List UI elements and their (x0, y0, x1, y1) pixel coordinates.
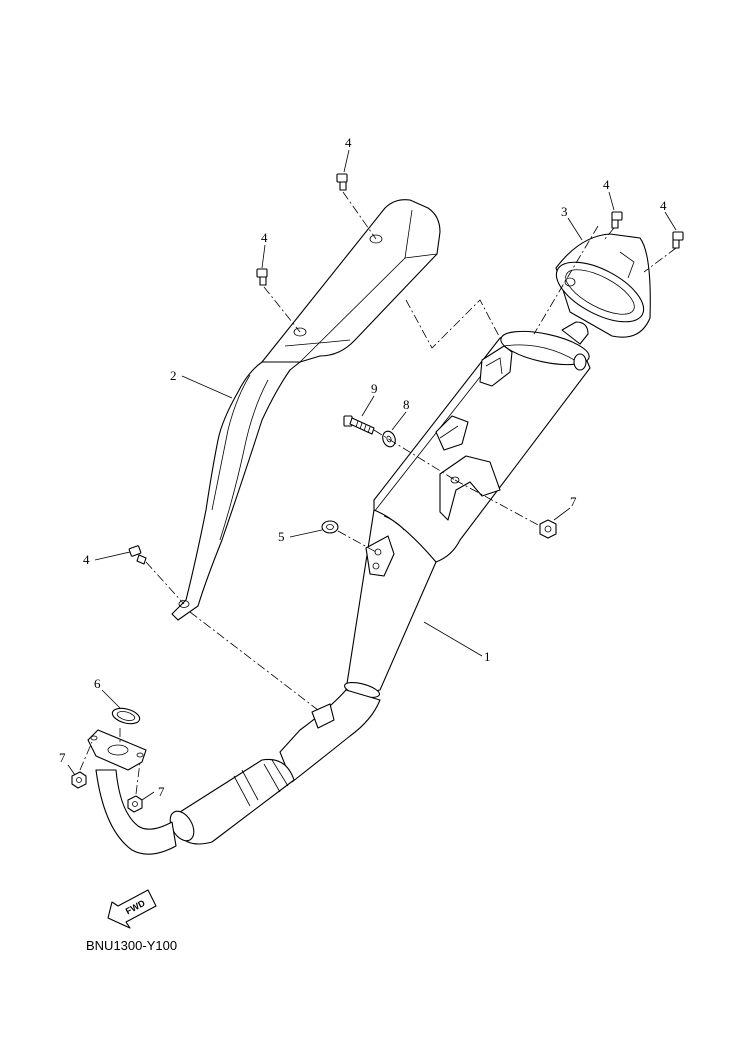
callout-1: 1 (484, 649, 491, 664)
diagram-code: BNU1300-Y100 (86, 938, 178, 953)
nut-7-bracket (539, 519, 557, 539)
assembly-lines (79, 191, 677, 795)
nut-7-flange-right (127, 795, 143, 813)
callout-9: 9 (371, 381, 378, 396)
callout-7-flange-right: 7 (158, 784, 165, 799)
bolt-9 (343, 415, 375, 435)
bolt-4-shield-low (128, 545, 147, 565)
callout-5: 5 (278, 529, 285, 544)
callout-3: 3 (561, 204, 568, 219)
callout-7-bracket: 7 (570, 494, 577, 509)
bolt-4-cap-left (611, 211, 623, 229)
gasket-6 (111, 707, 141, 725)
fwd-arrow-icon: FWD (107, 889, 157, 929)
muffler-assembly (87, 321, 591, 855)
callout-4-shield-mid: 4 (261, 230, 268, 245)
callout-7-flange-left: 7 (59, 750, 66, 765)
bolt-4-shield-mid (256, 268, 268, 286)
muffler-end-cap (555, 233, 651, 338)
heat-shield (171, 199, 441, 621)
bolt-4-cap-right (672, 231, 684, 249)
callout-4-cap-right: 4 (660, 198, 667, 213)
callout-2: 2 (170, 368, 177, 383)
callout-4-cap-left: 4 (603, 177, 610, 192)
callout-labels: 4 4 4 4 4 3 2 1 5 6 7 7 7 8 9 (59, 135, 667, 799)
callout-4-shield-low: 4 (83, 552, 90, 567)
grommet-5 (321, 520, 339, 534)
bolt-4-shield-top (336, 173, 348, 191)
nut-7-flange-left (71, 771, 87, 789)
callout-leaders (67, 149, 677, 801)
callout-4-shield-top: 4 (345, 135, 352, 150)
callout-6: 6 (94, 676, 101, 691)
callout-8: 8 (403, 397, 410, 412)
